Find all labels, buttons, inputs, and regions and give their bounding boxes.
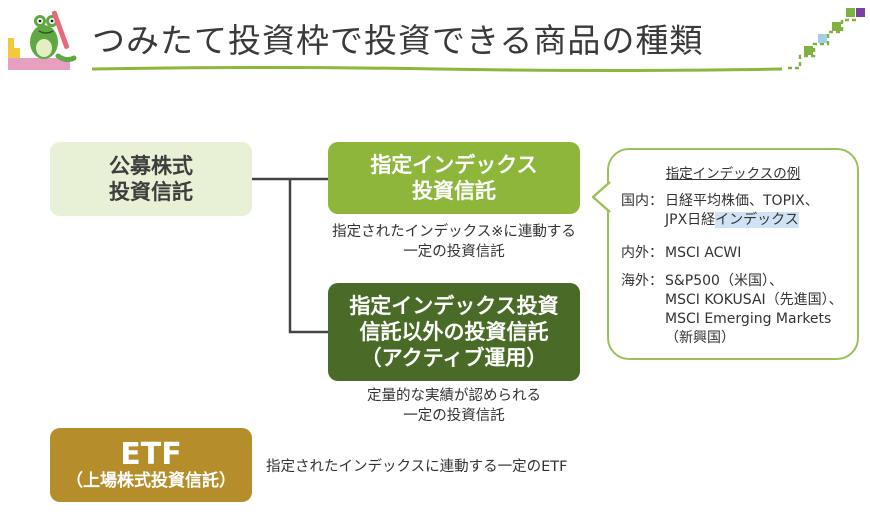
box-label-line: 公募株式	[109, 153, 193, 178]
etf-description: 指定されたインデックスに連動する一定のETF	[266, 459, 568, 475]
examples-inout: 内外：MSCI ACWI	[621, 244, 741, 263]
foreign-index-note: （新興国）	[665, 329, 735, 346]
box-label-line: 指定インデックス投資	[349, 293, 559, 318]
box-label-line: 投資信託	[412, 179, 496, 203]
highlighted-text: インデックス	[715, 211, 799, 228]
public-stock-investment-trust-box: 公募株式 投資信託	[50, 142, 252, 216]
description-line: 指定されたインデックス※に連動する	[332, 224, 576, 240]
step-decoration-icon	[788, 8, 865, 70]
title-underline	[92, 66, 782, 72]
active-trust-description: 定量的な実績が認められる 一定の投資信託	[318, 386, 590, 427]
box-label-line: 信託以外の投資信託	[359, 319, 549, 344]
foreign-index: MSCI KOKUSAI（先進国）、	[665, 291, 843, 308]
domestic-indexes: 日経平均株価、TOPIX、	[665, 193, 819, 209]
foreign-index: MSCI Emerging Markets	[665, 310, 832, 327]
index-examples-card: 指定インデックスの例 国内：日経平均株価、TOPIX、 JPX日経インデックス …	[607, 148, 859, 360]
box-label-line: 投資信託	[109, 180, 193, 204]
box-label-line: 指定インデックス	[370, 152, 538, 177]
examples-foreign: 海外：S&P500（米国）、 MSCI KOKUSAI（先進国）、 MSCI E…	[621, 272, 843, 348]
examples-domestic: 国内：日経平均株価、TOPIX、 JPX日経インデックス	[621, 192, 819, 230]
inout-label: 内外：	[621, 245, 663, 261]
foreign-label: 海外：	[621, 273, 663, 289]
examples-heading: 指定インデックスの例	[665, 166, 801, 182]
page-title: つみたて投資枠で投資できる商品の種類	[92, 21, 704, 60]
callout-pointer	[591, 181, 611, 213]
frog-mascot-illustration	[8, 10, 77, 70]
etf-sublabel: （上場株式投資信託）	[66, 470, 236, 491]
stairs-icon	[8, 38, 70, 70]
designated-index-description: 指定されたインデックス※に連動する 一定の投資信託	[318, 222, 590, 263]
description-line: 一定の投資信託	[403, 244, 505, 261]
domestic-label: 国内：	[621, 193, 663, 209]
designated-index-trust-box: 指定インデックス 投資信託	[328, 142, 580, 214]
domestic-indexes-cont: JPX日経	[665, 211, 716, 228]
foreign-index: S&P500（米国）、	[665, 273, 783, 289]
description-line: 定量的な実績が認められる	[367, 388, 541, 404]
box-label-line: （アクティブ運用）	[360, 346, 548, 371]
etf-box: ETF （上場株式投資信託）	[50, 428, 252, 502]
active-management-trust-box: 指定インデックス投資 信託以外の投資信託 （アクティブ運用）	[328, 283, 580, 381]
inout-index: MSCI ACWI	[665, 245, 742, 261]
description-line: 一定の投資信託	[403, 408, 505, 425]
etf-label: ETF	[120, 436, 182, 472]
